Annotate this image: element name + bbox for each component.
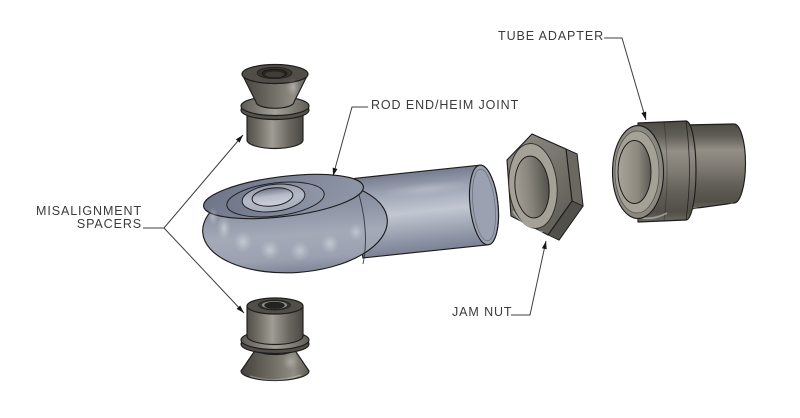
- leader-jam-nut: [511, 240, 547, 316]
- arrowhead-misalignment-bottom: [236, 305, 244, 313]
- nut-bore: [514, 155, 550, 219]
- part-rod-end-heim-joint: [202, 164, 500, 274]
- highlight: [260, 240, 280, 260]
- spacer-cylinder: [246, 305, 304, 346]
- part-tube-adapter: [611, 120, 747, 223]
- shank-end-face: [468, 164, 500, 246]
- label-misalignment-line2: SPACERS: [76, 217, 142, 231]
- arrowhead-jam-nut: [541, 241, 547, 250]
- ball-bore: [251, 187, 294, 207]
- highlight: [208, 207, 218, 225]
- arrowhead-rod-end: [332, 167, 338, 176]
- leader-tube-adapter: [604, 37, 647, 121]
- highlight: [282, 354, 298, 370]
- highlight: [349, 223, 363, 241]
- label-jam-nut: JAM NUT: [452, 305, 513, 319]
- label-tube-adapter: TUBE ADAPTER: [498, 29, 604, 43]
- leader-rod-end: [332, 106, 368, 177]
- highlight: [217, 216, 231, 240]
- highlight: [689, 202, 734, 210]
- highlight: [382, 180, 472, 198]
- spacer-cone-rim-highlight: [249, 374, 302, 381]
- part-jam-nut: [506, 133, 584, 241]
- label-misalignment-spacers: MISALIGNMENT SPACERS: [36, 205, 142, 231]
- highlight: [321, 234, 339, 254]
- label-rod-end-heim-joint: ROD END/HEIM JOINT: [371, 98, 520, 112]
- adapter-flange-band: [663, 121, 668, 222]
- leader-misalignment-bottom: [163, 227, 245, 314]
- highlight: [290, 241, 310, 261]
- highlight: [512, 210, 544, 233]
- arrowhead-tube-adapter: [641, 111, 647, 120]
- adapter-rear-cylinder: [682, 123, 747, 211]
- highlight: [286, 78, 300, 96]
- part-misalignment-spacer-top: [240, 63, 310, 150]
- spacer-hole-wall: [265, 71, 284, 78]
- adapter-bore: [617, 140, 652, 204]
- callout-leaders: [143, 37, 647, 316]
- part-misalignment-spacer-bottom: [240, 297, 310, 382]
- label-misalignment-line1: MISALIGNMENT: [36, 204, 142, 218]
- adapter-flange-rear-rim: [685, 120, 690, 221]
- arrowhead-misalignment-top: [235, 135, 243, 143]
- rod-end-shank: [353, 164, 500, 259]
- spacer-hole: [264, 301, 285, 309]
- highlight: [234, 231, 252, 253]
